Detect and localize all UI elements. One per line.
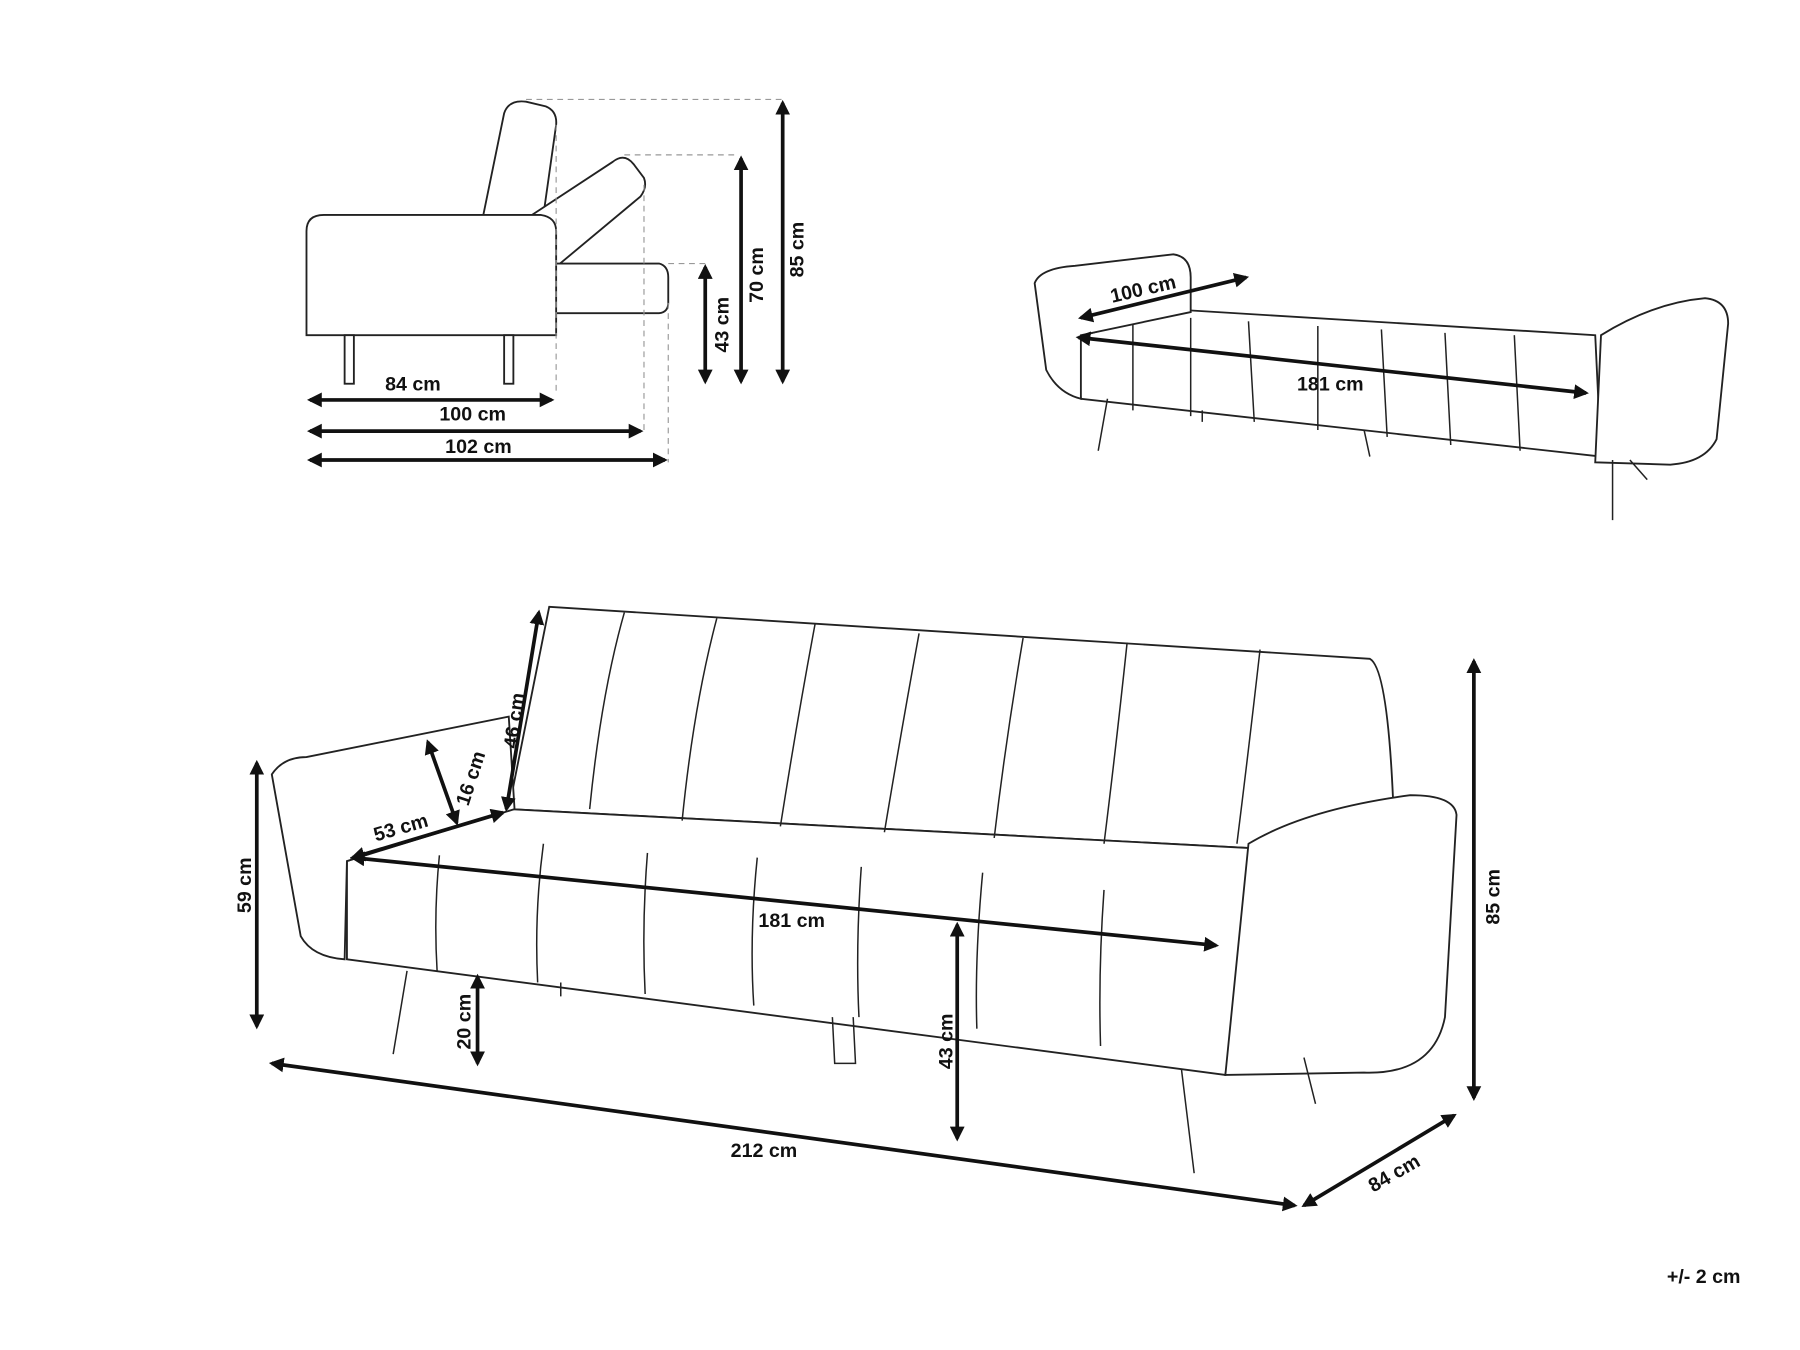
bed-view: 100 cm 181 cm (1033, 253, 1730, 521)
side-depth-label: 84 cm (385, 374, 441, 396)
tolerance-label: +/- 2 cm (1667, 1266, 1741, 1288)
side-view: 84 cm 100 cm 102 cm 43 cm 70 cm 85 cm (305, 98, 808, 468)
side-bed-depth-label: 102 cm (445, 436, 512, 458)
seat-height-label: 43 cm (936, 1013, 958, 1069)
side-height-label: 85 cm (786, 222, 808, 278)
arm-height-label: 59 cm (234, 857, 256, 913)
seat-width-label: 181 cm (758, 910, 825, 932)
total-depth-label: 84 cm (1365, 1150, 1424, 1197)
side-seat-height-label: 43 cm (711, 297, 733, 353)
side-reclined-depth-label: 100 cm (439, 404, 506, 426)
bed-length-label: 181 cm (1297, 374, 1364, 396)
front-view: 46 cm 16 cm 53 cm 181 cm 59 cm 20 cm 43 … (234, 605, 1504, 1212)
leg-height-label: 20 cm (454, 994, 476, 1050)
total-width-label: 212 cm (731, 1140, 798, 1162)
total-height-label: 85 cm (1482, 869, 1504, 925)
side-reclined-height-label: 70 cm (746, 247, 768, 303)
